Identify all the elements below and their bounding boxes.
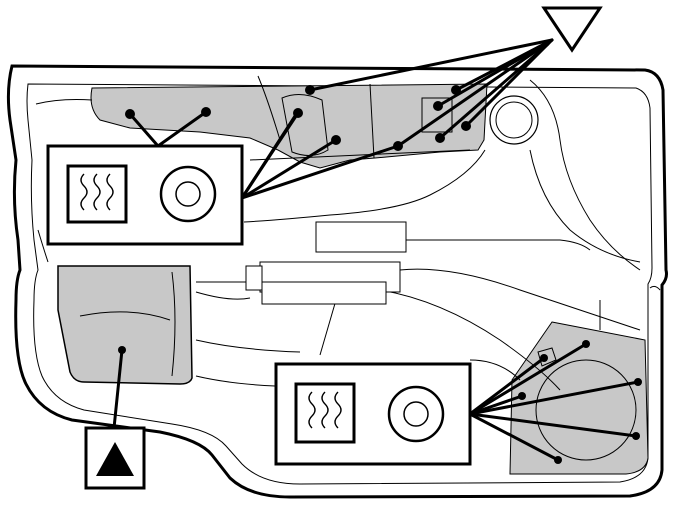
- callout-dot: [582, 340, 590, 348]
- callout-dot: [433, 101, 443, 111]
- symbol-panel-lower: [274, 362, 472, 466]
- callout-dot: [125, 109, 135, 119]
- round-symbol-icon: [159, 165, 217, 223]
- window-switch-pod: [281, 94, 329, 156]
- switch-panel: [421, 97, 453, 133]
- callout-dot: [201, 107, 211, 117]
- armrest-shaded-area: [57, 265, 193, 385]
- callout-dot: [634, 378, 642, 386]
- tweeter-inner: [495, 101, 533, 139]
- callout-dot: [435, 133, 445, 143]
- down-triangle-outline-icon: [541, 6, 603, 53]
- callout-dot: [451, 85, 461, 95]
- callout-dot: [293, 108, 303, 118]
- up-triangle-filled-icon: [96, 442, 134, 476]
- door-speaker-circle: [535, 359, 637, 461]
- door-handle-parts: [245, 221, 407, 305]
- round-symbol-icon: [387, 385, 445, 443]
- leader-lines: [112, 38, 640, 462]
- heater-wave-icon: [66, 164, 128, 224]
- callout-dot: [118, 346, 126, 354]
- interior-detail-lines: [35, 75, 661, 391]
- symbol-panel-upper: [46, 144, 244, 246]
- up-triangle-filled-marker: [84, 426, 146, 490]
- callout-dot: [554, 456, 562, 464]
- callout-dot: [518, 392, 526, 400]
- callout-dot: [305, 85, 315, 95]
- callout-dots: [118, 85, 642, 464]
- callout-dot: [461, 121, 471, 131]
- heater-wave-icon: [294, 382, 356, 444]
- callout-dot: [331, 135, 341, 145]
- callout-dot: [540, 354, 548, 362]
- inner-trim-contour: [26, 83, 653, 485]
- callout-dot: [632, 432, 640, 440]
- callout-dot: [393, 141, 403, 151]
